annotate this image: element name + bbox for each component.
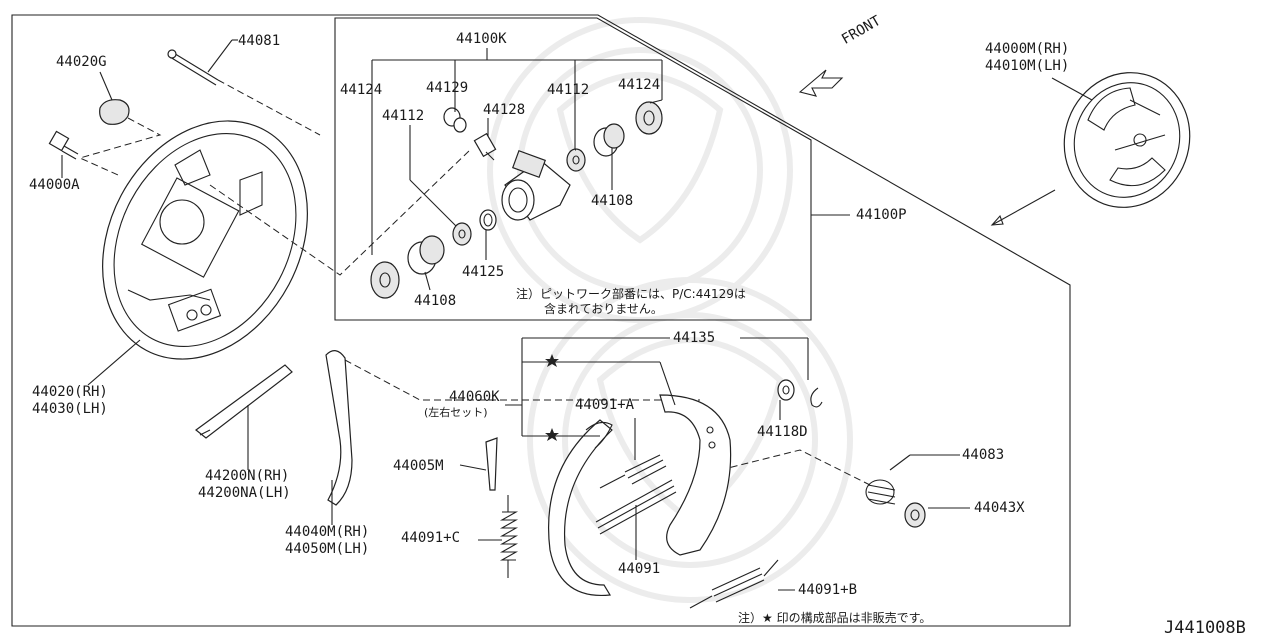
retainer-44005m bbox=[485, 437, 498, 491]
brake-shoe-right bbox=[659, 394, 732, 556]
mounting-bolt bbox=[48, 130, 79, 160]
drum-brake-assembly bbox=[1063, 72, 1191, 208]
label-44118d: 44118D bbox=[757, 424, 808, 440]
label-44135: 44135 bbox=[673, 330, 716, 346]
label-44125: 44125 bbox=[462, 264, 505, 280]
adjuster-lever bbox=[325, 350, 353, 506]
retainer-44043x bbox=[904, 502, 926, 528]
label-44112-left: 44112 bbox=[382, 108, 425, 124]
kit-note-line2: 含まれておりません。 bbox=[544, 302, 663, 316]
label-44108-right: 44108 bbox=[591, 193, 634, 209]
cup-left bbox=[452, 222, 472, 246]
label-44083: 44083 bbox=[962, 447, 1005, 463]
label-44112-right: 44112 bbox=[547, 82, 590, 98]
label-44000m-rh: 44000M(RH) bbox=[985, 41, 1070, 57]
shoe-set-bracket bbox=[505, 337, 809, 437]
bleeder-screw bbox=[473, 132, 497, 161]
label-44050m-lh: 44050M(LH) bbox=[285, 541, 370, 557]
clip-44118d bbox=[810, 387, 823, 408]
label-44124-left: 44124 bbox=[340, 82, 383, 98]
outer-frame bbox=[11, 14, 1071, 627]
label-44040m-rh: 44040M(RH) bbox=[285, 524, 370, 540]
rubber-plug bbox=[99, 99, 130, 125]
backing-plate bbox=[102, 120, 308, 360]
wheel-cylinder-body bbox=[501, 149, 571, 221]
label-44129: 44129 bbox=[426, 80, 469, 96]
parking-lever bbox=[195, 364, 293, 439]
label-44043x: 44043X bbox=[974, 500, 1025, 516]
label-44091-c: 44091+C bbox=[401, 530, 461, 546]
label-44091-a: 44091+A bbox=[575, 397, 635, 413]
label-44100p: 44100P bbox=[856, 207, 907, 223]
label-44020g: 44020G bbox=[56, 54, 107, 70]
cylinder-kit-box bbox=[334, 17, 812, 321]
brake-shoe-left bbox=[547, 419, 613, 597]
label-44000a: 44000A bbox=[29, 177, 80, 193]
label-44200na-lh: 44200NA(LH) bbox=[198, 485, 291, 501]
label-44108-left: 44108 bbox=[414, 293, 457, 309]
cup-right bbox=[566, 148, 586, 172]
piston-right bbox=[593, 123, 625, 157]
star-marker-icon bbox=[545, 354, 559, 441]
label-44060k: 44060K bbox=[449, 389, 500, 405]
label-44091: 44091 bbox=[618, 561, 661, 577]
adjuster-spring-a bbox=[599, 454, 667, 489]
diagram-code: J441008B bbox=[1164, 618, 1246, 638]
spring-44091-b bbox=[689, 559, 779, 609]
dust-boot-left bbox=[370, 261, 400, 299]
front-arrow-icon bbox=[798, 69, 844, 97]
label-44010m-lh: 44010M(LH) bbox=[985, 58, 1070, 74]
cylinder-kit-bracket bbox=[371, 48, 663, 255]
label-44100k: 44100K bbox=[456, 31, 507, 47]
label-44200n-rh: 44200N(RH) bbox=[205, 468, 290, 484]
bleeder-cap bbox=[443, 107, 467, 133]
label-44005m: 44005M bbox=[393, 458, 444, 474]
spring-44091-c bbox=[499, 495, 519, 578]
dust-boot-right bbox=[635, 101, 663, 135]
label-44091-b: 44091+B bbox=[798, 582, 858, 598]
star-note: 注）★ 印の構成部品は非販売です。 bbox=[738, 611, 932, 625]
washer-44118d bbox=[777, 379, 795, 401]
label-44030-lh: 44030(LH) bbox=[32, 401, 108, 417]
label-44020-rh: 44020(RH) bbox=[32, 384, 108, 400]
label-44128: 44128 bbox=[483, 102, 526, 118]
kit-note-line1: 注）ピットワーク部番には、P/C:44129は bbox=[516, 287, 746, 301]
label-44060k-sub: (左右セット) bbox=[424, 406, 488, 419]
label-44081: 44081 bbox=[238, 33, 281, 49]
label-44124-right: 44124 bbox=[618, 77, 661, 93]
piston-left bbox=[407, 235, 445, 275]
spring-44083 bbox=[865, 479, 896, 505]
spring-44125 bbox=[479, 209, 497, 231]
hold-down-pin bbox=[167, 49, 219, 86]
